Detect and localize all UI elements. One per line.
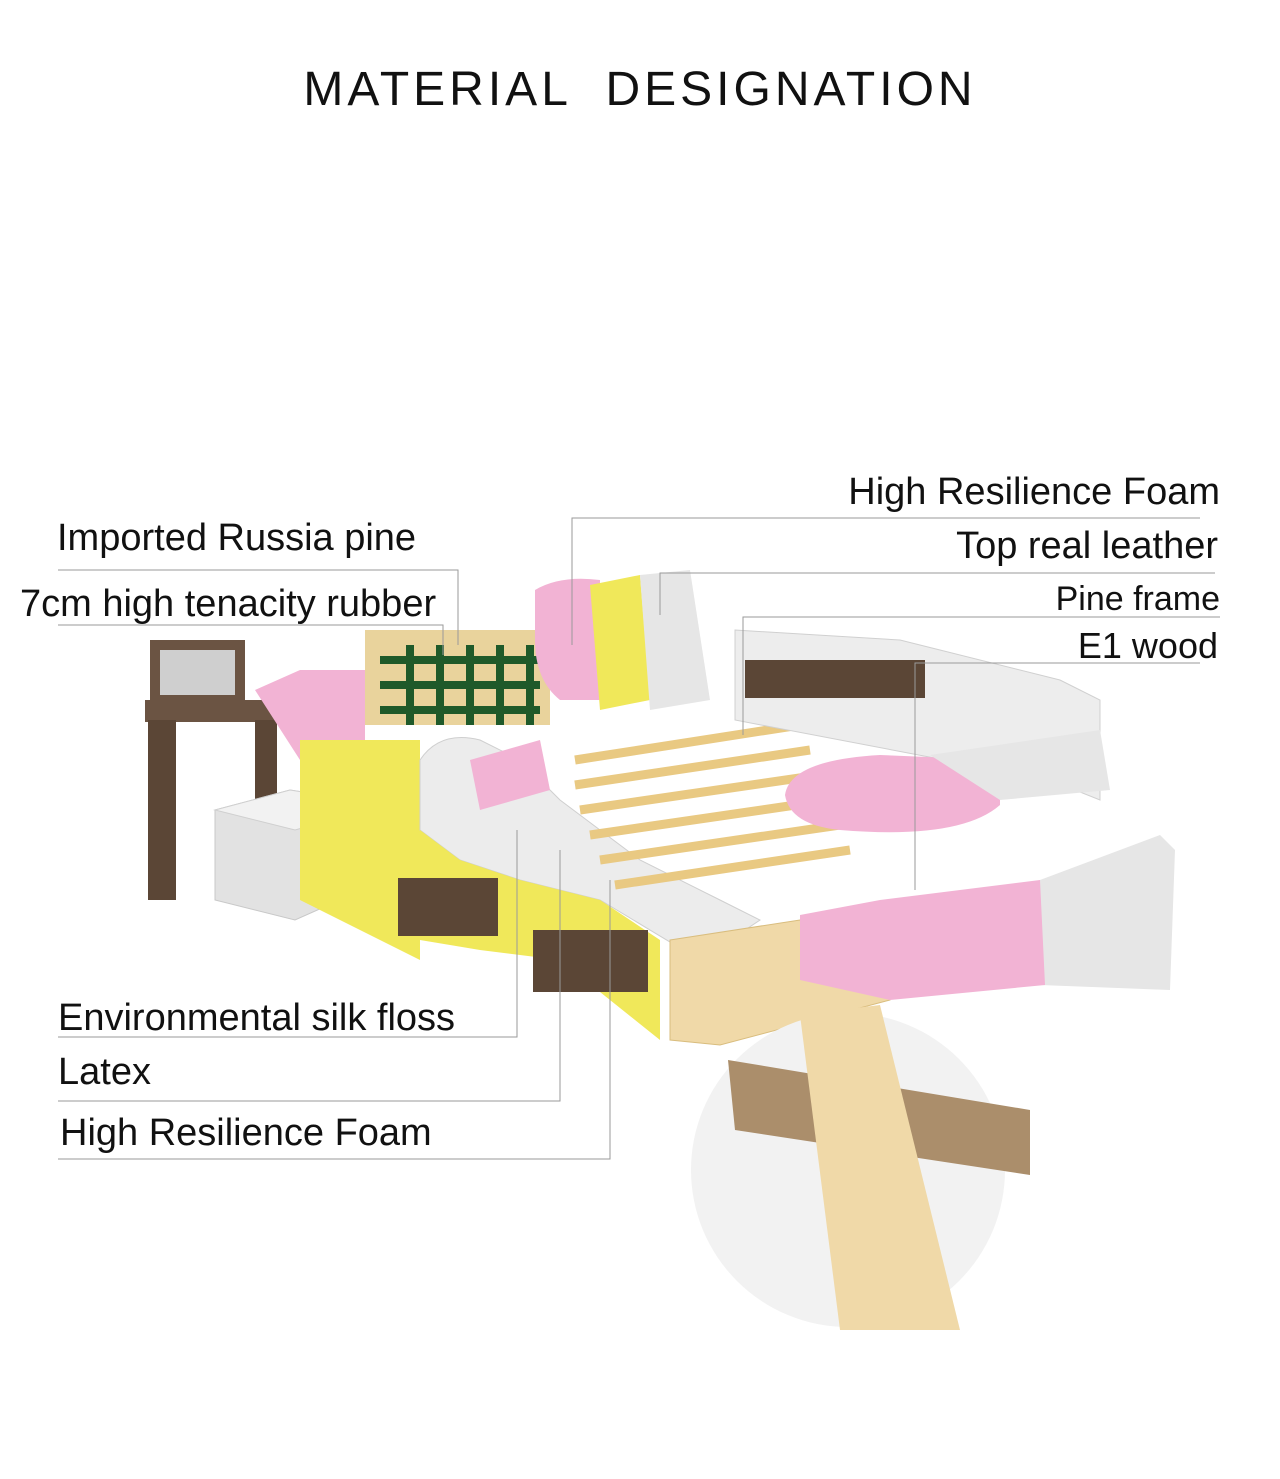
label-top-real-leather: Top real leather <box>956 525 1218 567</box>
label-environmental-silk-floss: Environmental silk floss <box>58 997 456 1039</box>
label-high-resilience-foam-top: High Resilience Foam <box>848 471 1220 513</box>
label-pine-frame: Pine frame <box>1055 580 1220 618</box>
label-e1-wood: E1 wood <box>1077 625 1218 666</box>
label-imported-russia-pine: Imported Russia pine <box>57 517 417 559</box>
headboard-frame <box>365 630 550 725</box>
label-high-resilience-foam-bottom: High Resilience Foam <box>60 1112 432 1154</box>
label-rubber: 7cm high tenacity rubber <box>20 583 437 625</box>
headrest <box>535 570 710 710</box>
bed-slats <box>574 720 851 890</box>
bed-right-side <box>734 629 1175 1000</box>
page-title: MATERIAL DESIGNATION <box>303 63 977 116</box>
drawers <box>398 878 648 992</box>
vanity-desk <box>145 640 290 900</box>
side-wall <box>255 670 420 960</box>
leader-lines <box>58 517 1220 1160</box>
label-latex: Latex <box>58 1051 151 1093</box>
pine-joint-detail <box>691 1005 1030 1330</box>
